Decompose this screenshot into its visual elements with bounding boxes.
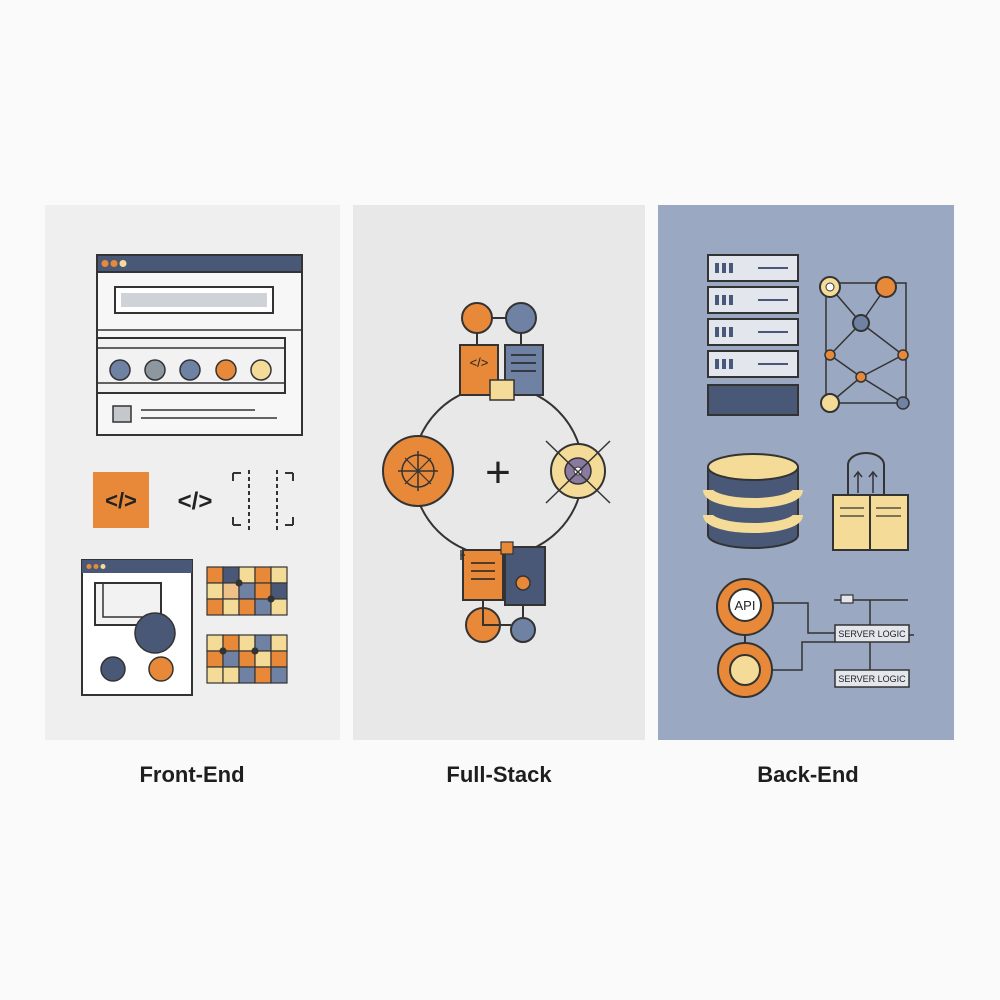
- frontend-module-icon: </>: [459, 302, 544, 401]
- color-grid-top-icon: [206, 566, 288, 616]
- design-window-icon: [81, 559, 193, 696]
- server-rack-icon: [707, 254, 799, 416]
- target-icon: [382, 435, 454, 507]
- api-diagram: API SERVER LOGIC SERVER LOGIC: [716, 578, 914, 698]
- crosshair-icon: [545, 440, 611, 504]
- layout-grid-icon: [232, 470, 294, 530]
- backend-module-icon: [460, 541, 546, 643]
- database-icon: [703, 453, 803, 549]
- plus-symbol: +: [485, 448, 511, 497]
- network-graph-icon: [819, 276, 910, 413]
- server-logic-bottom-label: SERVER LOGIC: [838, 674, 906, 684]
- front-end-caption: Front-End: [139, 762, 245, 787]
- back-end-panel: API SERVER LOGIC SERVER LOGIC: [658, 205, 954, 740]
- secure-storage-icon: [832, 452, 909, 551]
- api-label: API: [735, 598, 756, 613]
- code-tag-orange-label: </>: [105, 488, 137, 513]
- browser-window-icon: [96, 254, 303, 436]
- full-stack-illustration: </> +: [382, 302, 611, 643]
- code-tag-plain-label: </>: [178, 488, 213, 515]
- back-end-caption: Back-End: [757, 762, 859, 787]
- svg-text:</>: </>: [470, 355, 489, 370]
- front-end-panel: </> </>: [45, 205, 340, 740]
- color-grid-bottom-icon: [206, 634, 288, 684]
- full-stack-caption: Full-Stack: [446, 762, 552, 787]
- server-logic-top-label: SERVER LOGIC: [838, 629, 906, 639]
- code-tag-orange-icon: </>: [93, 472, 149, 528]
- full-stack-panel: </> +: [353, 205, 645, 740]
- front-end-illustration: </> </>: [81, 254, 303, 696]
- back-end-illustration: API SERVER LOGIC SERVER LOGIC: [703, 254, 914, 698]
